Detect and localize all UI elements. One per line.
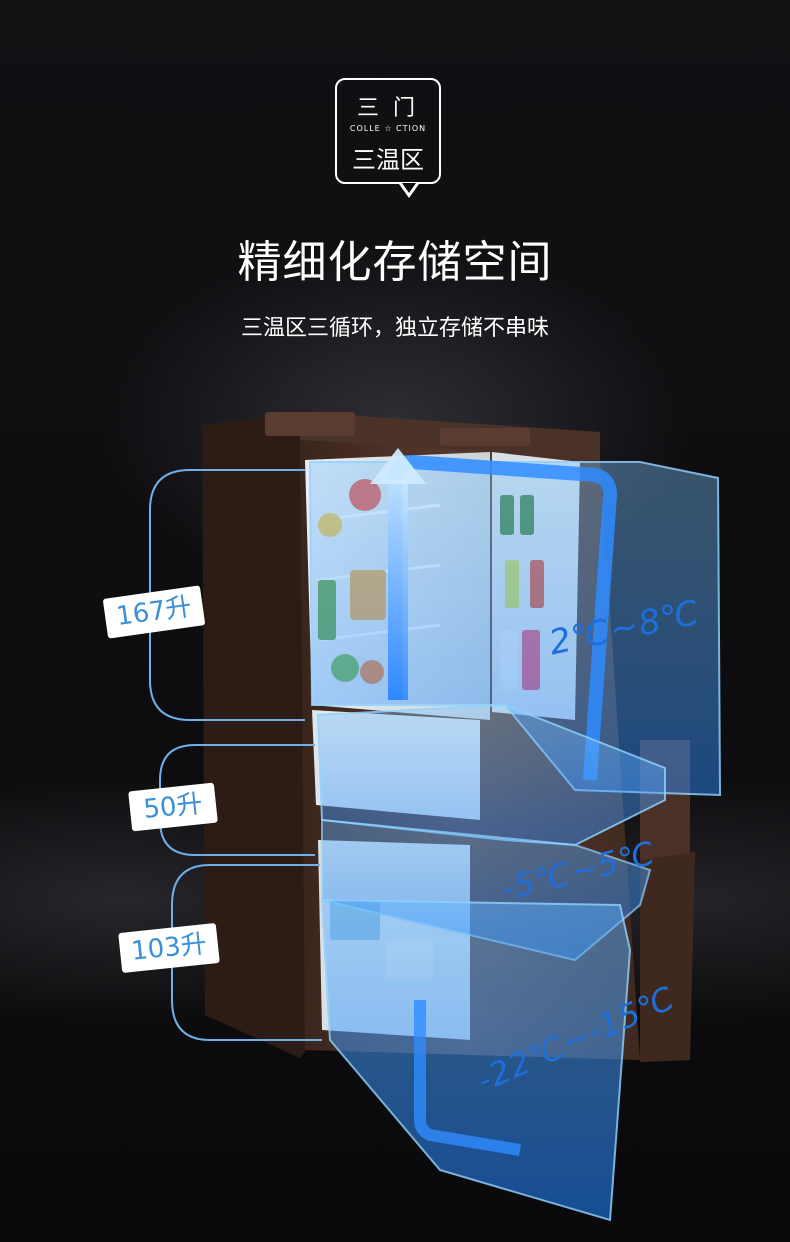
airflow-arrow — [370, 448, 426, 700]
zone-freezer — [320, 898, 632, 1222]
headline: 精细化存储空间 — [237, 237, 553, 288]
badge-frame — [335, 78, 441, 184]
badge-small-text: COLLE ☆ CTION — [349, 124, 427, 133]
badge-top-text: 三门 — [356, 96, 429, 121]
subheadline: 三温区三循环，独立存储不串味 — [240, 316, 549, 341]
badge-bottom-text: 三温区 — [352, 146, 424, 174]
collection-badge: 三门 COLLE ☆ CTION 三温区 — [335, 78, 441, 198]
